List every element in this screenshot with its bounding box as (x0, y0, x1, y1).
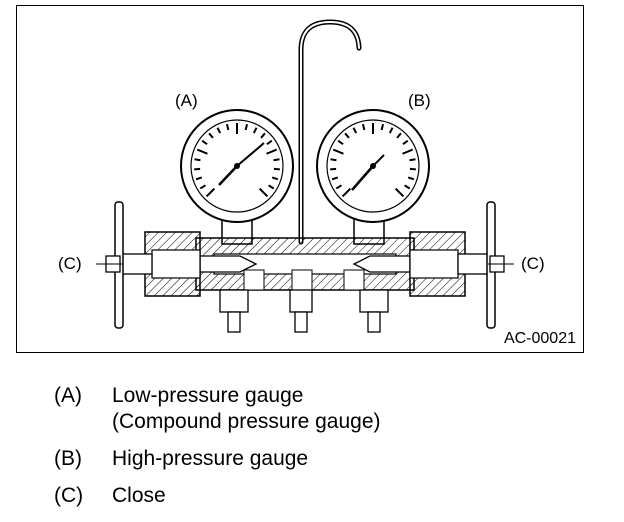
callout-a: (A) (175, 91, 198, 110)
callout-c-right: (C) (521, 254, 545, 273)
legend-text: High-pressure gauge (112, 447, 309, 470)
gauge-tick (266, 148, 278, 155)
callout-c-left: (C) (58, 254, 82, 273)
figure-id: AC-00021 (503, 330, 576, 347)
right-valve-housing (409, 231, 489, 297)
legend-item-a: (A) Low-pressure gauge (Compound pressur… (54, 383, 381, 435)
gauge-tick (396, 132, 402, 139)
gauge-tick (404, 184, 411, 190)
gauge-tick (260, 132, 266, 139)
manifold-body (195, 237, 415, 291)
gauge-tick (394, 187, 405, 198)
gauge-tick (352, 127, 358, 134)
gauge-tick (273, 158, 280, 162)
gauge-tick (199, 184, 206, 190)
legend-item-c: (C) Close (54, 483, 381, 509)
gauge-tick (407, 176, 415, 181)
low-pressure-gauge (180, 109, 294, 223)
gauge-tick (361, 123, 366, 131)
gauge-tick (201, 139, 208, 146)
gauge-tick (205, 187, 216, 198)
gauge-tick (402, 139, 409, 146)
gauge-tick (335, 184, 342, 190)
gauge-tick (244, 123, 249, 131)
gauge-tick (344, 132, 350, 139)
gauge-tick (258, 187, 269, 198)
gauge-tick (388, 127, 394, 134)
gauge-tick (331, 176, 339, 181)
legend-key: (B) (54, 447, 82, 470)
legend-key: (C) (54, 484, 84, 507)
gauge-tick (332, 148, 344, 155)
gauge-tick (330, 158, 337, 162)
gauge-tick (341, 187, 352, 198)
gauge-tick (196, 148, 208, 155)
gauge-tick (266, 139, 273, 146)
gauge-tick (225, 123, 230, 131)
gauge-tick (216, 127, 222, 134)
gauge-tick (409, 158, 416, 162)
legend-text: Close (112, 484, 166, 507)
diagram-frame (16, 5, 584, 353)
left-valve-housing (121, 231, 201, 297)
gauge-tick (194, 158, 201, 162)
gauge-tick (252, 127, 258, 134)
gauge-tick (402, 148, 414, 155)
gauge-tick (268, 184, 275, 190)
gauge-tick (380, 123, 385, 131)
gauge-tick (208, 132, 214, 139)
high-pressure-gauge (316, 109, 430, 223)
gauge-tick (271, 176, 279, 181)
legend: (A) Low-pressure gauge (Compound pressur… (54, 383, 381, 520)
legend-text: Low-pressure gauge (112, 384, 304, 407)
gauge-tick (337, 139, 344, 146)
gauge-tick (195, 176, 203, 181)
callout-b: (B) (408, 91, 431, 110)
legend-item-b: (B) High-pressure gauge (54, 446, 381, 472)
legend-key: (A) (54, 384, 82, 407)
hose-fittings (219, 289, 389, 333)
legend-text: (Compound pressure gauge) (112, 410, 381, 433)
